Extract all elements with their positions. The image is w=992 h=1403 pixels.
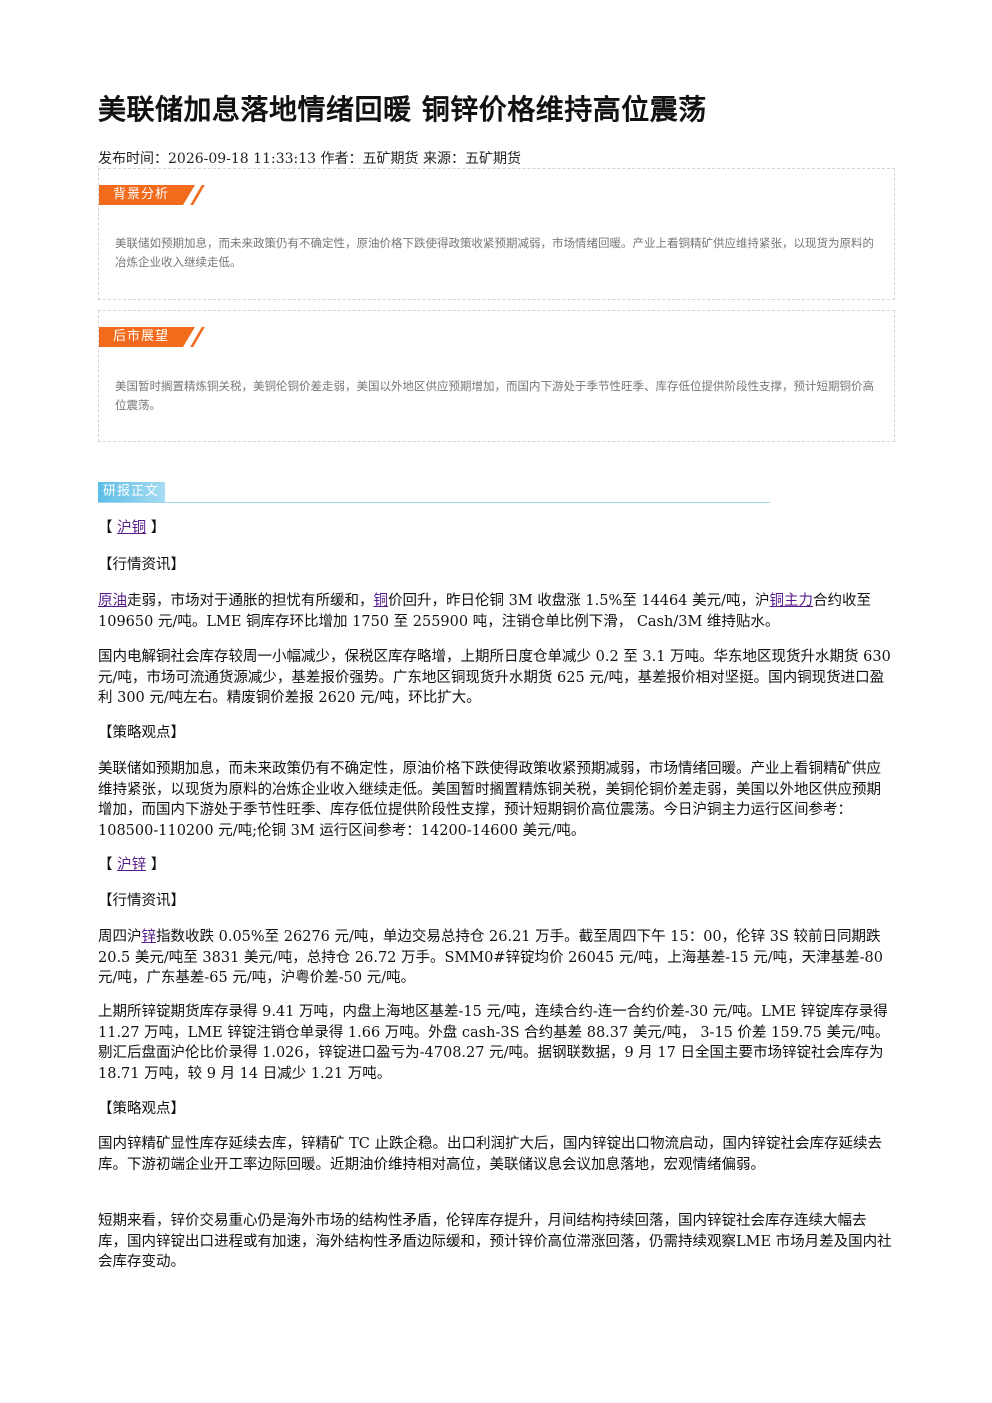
copper-news-heading: 【行情资讯】	[98, 557, 185, 573]
copper-price-link[interactable]: 铜	[373, 593, 389, 609]
bracket-left: 【	[98, 857, 113, 873]
zinc-link[interactable]: 沪锌	[117, 857, 147, 873]
zinc-news-paragraph-1: 周四沪锌指数收跌 0.05%至 26276 元/吨，单边交易总持仓 26.21 …	[98, 927, 895, 989]
copper-strategy-heading: 【策略观点】	[98, 725, 185, 741]
text-span: 指数收跌 0.05%至 26276 元/吨，单边交易总持仓 26.21 万手。截…	[98, 929, 883, 986]
bracket-left: 【	[98, 520, 113, 536]
copper-heading: 【 沪铜 】	[98, 518, 895, 539]
copper-main-contract-link[interactable]: 铜主力	[769, 593, 813, 609]
outlook-text: 美国暂时搁置精炼铜关税，美铜伦铜价差走弱，美国以外地区供应预期增加，而国内下游处…	[115, 379, 874, 412]
background-text: 美联储如预期加息，而未来政策仍有不确定性，原油价格下跌使得政策收紧预期减弱，市场…	[115, 236, 874, 269]
copper-news-paragraph-2: 国内电解铜社会库存较周一小幅减少，保税区库存略增，上期所日度仓单减少 0.2 至…	[98, 649, 891, 706]
publish-meta: 发布时间：2026-09-18 11:33:13 作者：五矿期货 来源：五矿期货	[98, 151, 521, 167]
text-span: 周四沪	[98, 929, 142, 945]
text-span: 合约收至 109650 元/吨。LME 铜库存环比增加 1750 至 25590…	[98, 593, 871, 630]
zinc-index-link[interactable]: 锌	[141, 929, 157, 945]
background-tag: 背景分析	[99, 185, 196, 205]
background-box: 背景分析 美联储如预期加息，而未来政策仍有不确定性，原油价格下跌使得政策收紧预期…	[98, 168, 895, 300]
bracket-right: 】	[150, 857, 166, 873]
crude-oil-link[interactable]: 原油	[98, 593, 127, 609]
text-span: 价回升，昨日伦铜 3M 收盘涨 1.5%至 14464 美元/吨，沪	[388, 593, 770, 609]
zinc-heading: 【 沪锌 】	[98, 855, 895, 876]
zinc-strategy-heading: 【策略观点】	[98, 1101, 185, 1117]
zinc-strategy-paragraph-2: 短期来看，锌价交易重心仍是海外市场的结构性矛盾，伦锌库存提升，月间结构持续回落，…	[98, 1213, 892, 1270]
zinc-news-heading: 【行情资讯】	[98, 893, 185, 909]
outlook-box: 后市展望 美国暂时搁置精炼铜关税，美铜伦铜价差走弱，美国以外地区供应预期增加，而…	[98, 310, 895, 442]
page-title: 美联储加息落地情绪回暖 铜锌价格维持高位震荡	[98, 93, 707, 126]
bracket-right: 】	[150, 520, 166, 536]
report-tag: 研报正文	[98, 482, 166, 502]
copper-link[interactable]: 沪铜	[117, 520, 147, 536]
text-span: 走弱，市场对于通胀的担忧有所缓和，	[127, 593, 374, 609]
zinc-strategy-paragraph-1: 国内锌精矿显性库存延续去库，锌精矿 TC 止跌企稳。出口利润扩大后，国内锌锭出口…	[98, 1136, 882, 1173]
copper-news-paragraph-1: 原油走弱，市场对于通胀的担忧有所缓和，铜价回升，昨日伦铜 3M 收盘涨 1.5%…	[98, 591, 895, 632]
zinc-news-paragraph-2: 上期所锌锭期货库存录得 9.41 万吨，内盘上海地区基差-15 元/吨，连续合约…	[98, 1004, 890, 1082]
report-section-header: 研报正文	[98, 482, 770, 503]
outlook-tag: 后市展望	[99, 327, 196, 347]
copper-strategy-paragraph: 美联储如预期加息，而未来政策仍有不确定性，原油价格下跌使得政策收紧预期减弱，市场…	[98, 761, 881, 839]
